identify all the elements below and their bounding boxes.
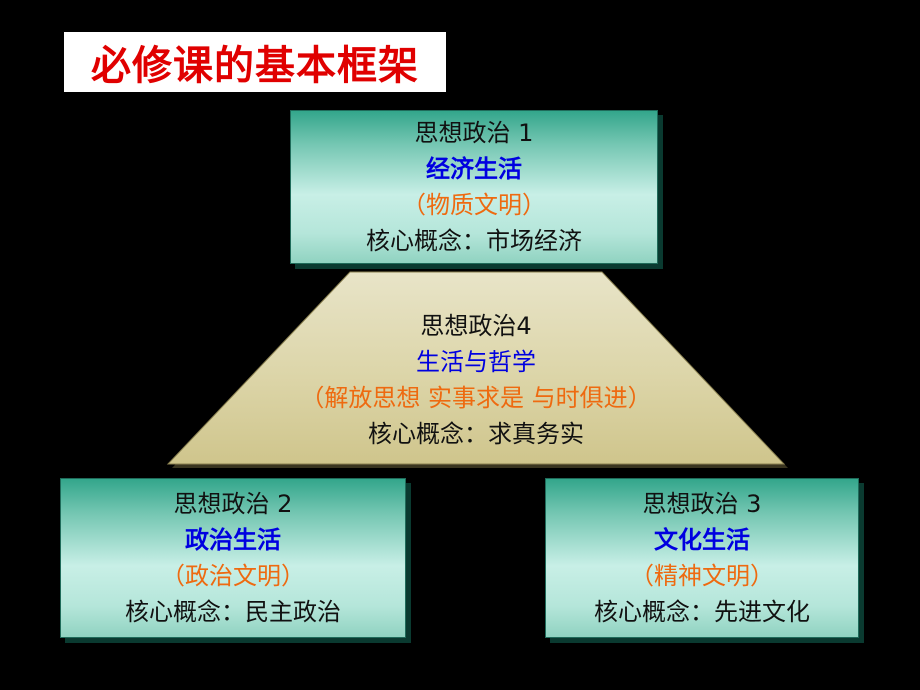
title-box: 必修课的基本框架 xyxy=(64,32,446,92)
civilization-label: （政治文明） xyxy=(161,562,305,590)
triangle-text: 思想政治4 生活与哲学 （解放思想 实事求是 与时俱进） 核心概念：求真务实 xyxy=(162,308,790,452)
philosophy-triangle: 思想政治4 生活与哲学 （解放思想 实事求是 与时俱进） 核心概念：求真务实 xyxy=(162,270,790,470)
civilization-label: （解放思想 实事求是 与时俱进） xyxy=(300,384,652,412)
core-concept: 核心概念：市场经济 xyxy=(366,227,582,255)
triangle-shape xyxy=(166,271,788,468)
course-label: 思想政治 3 xyxy=(642,490,762,518)
module-name: 经济生活 xyxy=(426,155,522,183)
core-concept: 核心概念：先进文化 xyxy=(594,598,810,626)
module-name: 政治生活 xyxy=(185,526,281,554)
politics-card: 思想政治 2 政治生活 （政治文明） 核心概念：民主政治 xyxy=(60,478,406,638)
page-title: 必修课的基本框架 xyxy=(91,43,419,89)
civilization-label: （精神文明） xyxy=(630,562,774,590)
culture-card: 思想政治 3 文化生活 （精神文明） 核心概念：先进文化 xyxy=(545,478,859,638)
course-label: 思想政治 1 xyxy=(414,119,534,147)
economics-card: 思想政治 1 经济生活 （物质文明） 核心概念：市场经济 xyxy=(290,110,658,264)
core-concept: 核心概念：民主政治 xyxy=(125,598,341,626)
core-concept: 核心概念：求真务实 xyxy=(368,420,584,448)
module-name: 文化生活 xyxy=(654,526,750,554)
course-label: 思想政治 2 xyxy=(173,490,293,518)
civilization-label: （物质文明） xyxy=(402,191,546,219)
module-name: 生活与哲学 xyxy=(416,348,536,376)
course-label: 思想政治4 xyxy=(420,312,532,340)
